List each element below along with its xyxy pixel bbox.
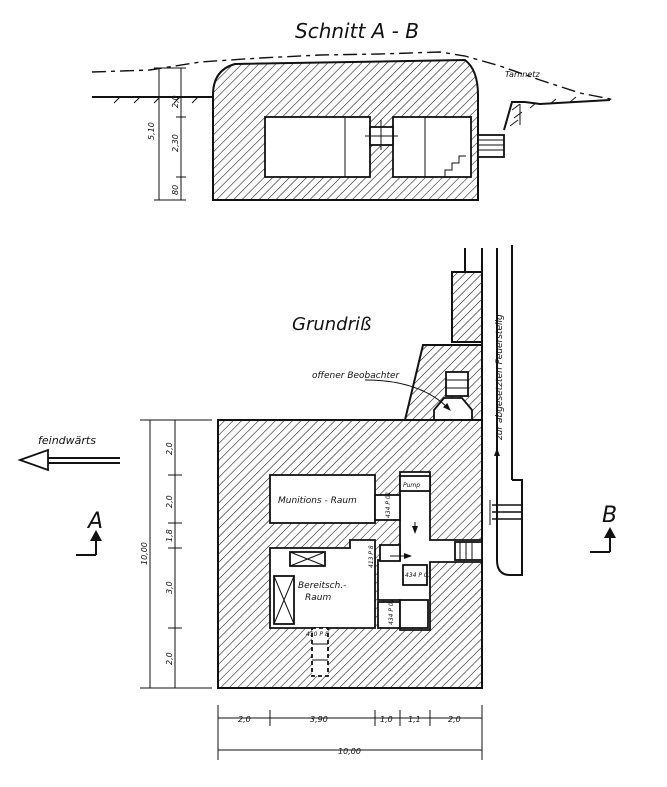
- observer-label: offener Beobachter: [312, 371, 401, 381]
- section-room-left: [264, 116, 371, 178]
- svg-text:3,90: 3,90: [310, 715, 328, 724]
- plan-dim-total-v: 10,00: [140, 542, 149, 565]
- pump-label: Pump: [403, 482, 420, 489]
- ammo-room-label: Munitions - Raum: [278, 496, 357, 506]
- section-dim-total: 5,10: [147, 122, 156, 140]
- section-title: Schnitt A - B: [295, 19, 419, 43]
- svg-text:1,0: 1,0: [380, 715, 393, 724]
- plan-vertical-dims: 10,00 2,0 2,0 1,8 3,0 2,0: [140, 419, 212, 689]
- door-label-mid: 434 P 01: [405, 572, 432, 579]
- trench-walls: [451, 245, 523, 576]
- section-dim-room: 2,30: [171, 134, 180, 152]
- plan-dim-total-h: 10,00: [338, 747, 361, 756]
- section-dim-floor: 80: [171, 185, 180, 195]
- section-view: Schnitt A - B Tarnnetz: [91, 19, 616, 201]
- section-mark-b: B: [590, 503, 617, 553]
- ready-room-label-2: Raum: [305, 593, 331, 603]
- svg-text:2,0: 2,0: [165, 652, 174, 665]
- section-dimensions: 5,10 2,0 2,30 80: [147, 67, 186, 201]
- svg-text:A: A: [86, 509, 103, 534]
- trench-label: zur abgesetzten Feuerstellg: [495, 314, 505, 441]
- svg-text:1,8: 1,8: [165, 529, 174, 542]
- section-dim-roof: 2,0: [171, 95, 180, 108]
- plan-view: Grundriß zur abgesetzten Feuerstellg off…: [17, 245, 617, 760]
- door-label-left: 413 P 8: [368, 545, 375, 568]
- plan-title: Grundriß: [292, 314, 371, 335]
- vent-label: 410 P 8: [306, 631, 329, 638]
- camouflage-label: Tarnnetz: [505, 70, 540, 79]
- ground-hatch-left: [113, 96, 199, 104]
- door-label-low: 434 P 01: [388, 598, 395, 625]
- corridor: [377, 471, 483, 631]
- svg-text:2,0: 2,0: [165, 442, 174, 455]
- svg-text:2,0: 2,0: [238, 715, 251, 724]
- section-room-right: [392, 116, 472, 178]
- svg-text:3,0: 3,0: [165, 581, 174, 594]
- section-mark-a: A: [76, 509, 103, 556]
- ventilation-shaft: 410 P 8: [306, 627, 329, 677]
- enemy-label: feindwärts: [38, 434, 96, 447]
- section-exit-stairs: [477, 96, 611, 158]
- svg-text:2,0: 2,0: [165, 495, 174, 508]
- camouflage-line: [91, 51, 616, 101]
- svg-text:2,0: 2,0: [448, 715, 461, 724]
- svg-text:B: B: [602, 503, 617, 528]
- observer-leader: [364, 379, 451, 411]
- door-label-top: 434 P 01: [385, 491, 392, 518]
- ammo-room: [269, 474, 376, 524]
- plan-horizontal-dims: 2,0 3,90 1,0 1,1 2,0 10,00: [217, 705, 483, 760]
- svg-text:1,1: 1,1: [408, 715, 421, 724]
- ready-room-label-1: Bereitsch.-: [298, 581, 346, 591]
- enemy-direction: feindwärts: [17, 434, 120, 472]
